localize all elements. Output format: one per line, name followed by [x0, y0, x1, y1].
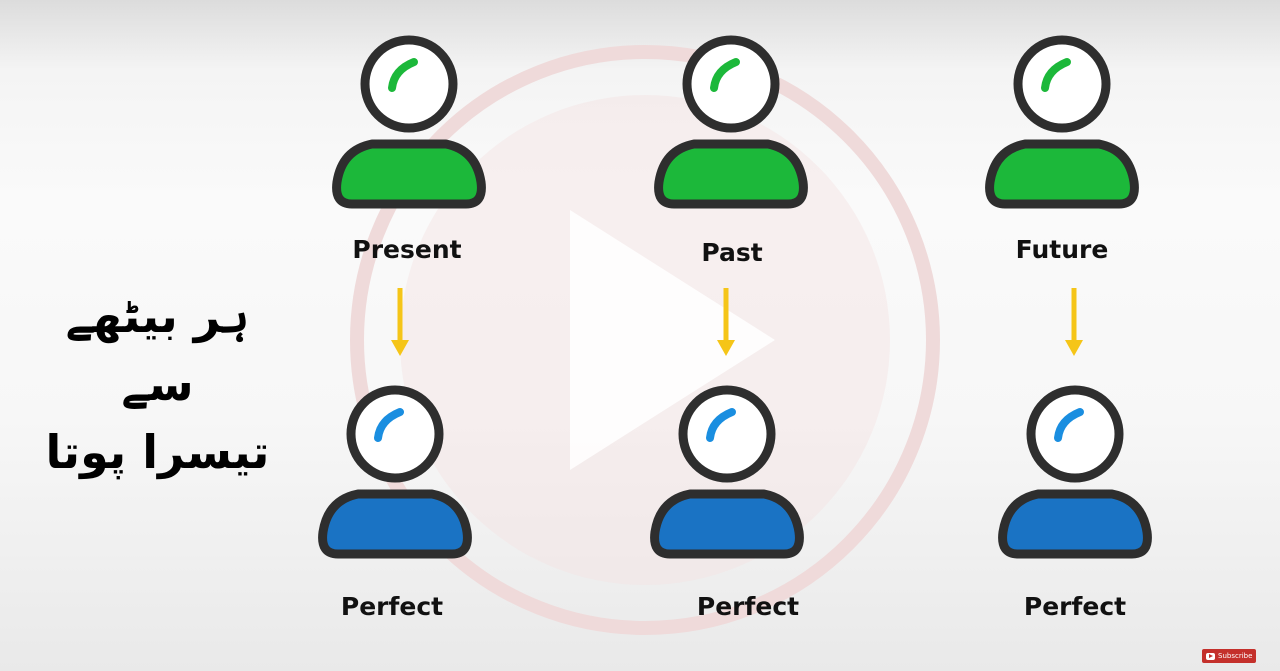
arrow-down-icon	[716, 288, 736, 358]
tense-label-perfect-1: Perfect	[340, 592, 444, 621]
person-green-icon	[646, 32, 816, 212]
arrow-down-icon	[1064, 288, 1084, 358]
youtube-icon	[1206, 652, 1215, 660]
person-green-icon	[324, 32, 494, 212]
person-green-icon	[977, 32, 1147, 212]
person-blue-icon	[990, 382, 1160, 562]
urdu-caption: ہر بیٹھے سے تیسرا پوتا	[30, 282, 285, 486]
arrow-down-icon	[390, 288, 410, 358]
person-blue-icon	[642, 382, 812, 562]
urdu-line-2: تیسرا پوتا	[45, 425, 270, 479]
subscribe-button[interactable]: Subscribe	[1202, 649, 1256, 663]
tense-label-past: Past	[701, 238, 763, 267]
person-blue-icon	[310, 382, 480, 562]
tense-label-perfect-3: Perfect	[1023, 592, 1127, 621]
urdu-line-1: ہر بیٹھے سے	[65, 289, 250, 411]
subscribe-label: Subscribe	[1218, 652, 1253, 660]
tense-label-perfect-2: Perfect	[696, 592, 800, 621]
tense-label-future: Future	[1015, 235, 1109, 264]
tense-label-present: Present	[352, 235, 462, 264]
play-circle-watermark-icon	[345, 40, 945, 640]
